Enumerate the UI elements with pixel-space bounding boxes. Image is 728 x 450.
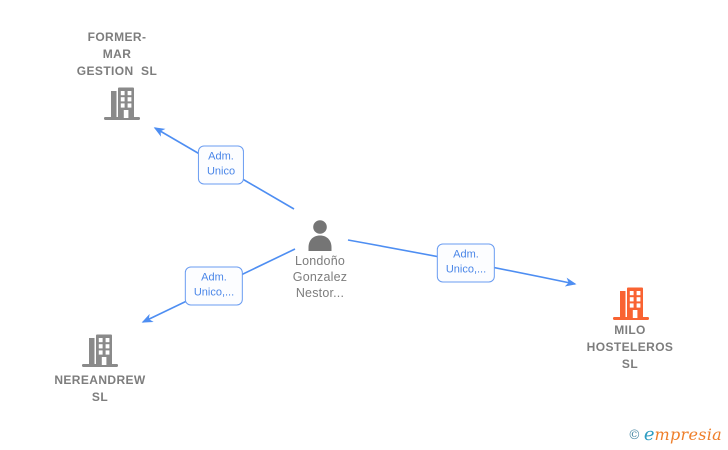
node-label-former-mar[interactable]: FORMER- MAR GESTION SL bbox=[37, 29, 197, 80]
node-label-line: Londoño bbox=[294, 254, 346, 268]
node-label-line: HOSTELEROS bbox=[586, 340, 674, 354]
edge-label-person-to-former-mar[interactable]: Adm. Unico bbox=[197, 145, 245, 185]
node-label-line: Nestor... bbox=[295, 286, 345, 300]
edge-label-line: Adm. bbox=[453, 248, 479, 261]
building-icon bbox=[81, 334, 119, 372]
node-label-nereandrew[interactable]: NEREANDREW SL bbox=[30, 372, 170, 406]
building-icon bbox=[103, 87, 141, 125]
edge-label-line: Adm. bbox=[201, 271, 227, 284]
node-label-line: SL bbox=[621, 357, 639, 371]
node-nereandrew[interactable] bbox=[81, 332, 119, 373]
person-icon bbox=[303, 220, 337, 255]
node-label-person[interactable]: Londoño Gonzalez Nestor... bbox=[250, 253, 390, 301]
node-former-mar[interactable] bbox=[103, 85, 141, 126]
building-icon bbox=[612, 287, 650, 325]
node-label-milo[interactable]: MILO HOSTELEROS SL bbox=[560, 322, 700, 373]
edge-label-person-to-nereandrew[interactable]: Adm. Unico,... bbox=[184, 266, 244, 306]
node-label-line: NEREANDREW bbox=[54, 373, 146, 387]
edge-label-person-to-milo[interactable]: Adm. Unico,... bbox=[436, 243, 496, 283]
edge-label-line: Adm. bbox=[208, 150, 234, 163]
node-label-line: GESTION SL bbox=[76, 64, 158, 78]
edge-label-line: Unico,... bbox=[445, 263, 487, 276]
node-label-line: MILO bbox=[614, 323, 646, 337]
node-milo[interactable] bbox=[612, 285, 650, 326]
empresia-logo-text: mpresia bbox=[654, 425, 722, 444]
empresia-logo[interactable]: ©empresia bbox=[628, 424, 722, 445]
node-label-line: MAR bbox=[102, 47, 132, 61]
edge-label-line: Unico bbox=[206, 165, 236, 178]
edge-label-line: Unico,... bbox=[193, 286, 235, 299]
node-label-line: FORMER- bbox=[87, 30, 147, 44]
node-label-line: SL bbox=[91, 390, 109, 404]
node-label-line: Gonzalez bbox=[292, 270, 348, 284]
node-person[interactable] bbox=[303, 219, 337, 256]
copyright-icon: © bbox=[627, 428, 641, 443]
empresia-logo-initial: e bbox=[643, 424, 655, 445]
